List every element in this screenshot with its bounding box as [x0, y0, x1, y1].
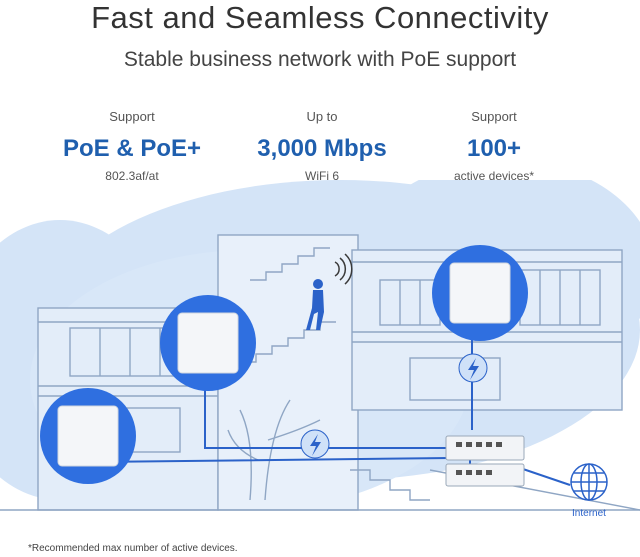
feature-stats: Support PoE & PoE+ 802.3af/at Up to 3,00… — [0, 108, 640, 192]
stat-label: Support — [471, 109, 517, 124]
stat-note: WiFi 6 — [305, 169, 339, 183]
stat-value: PoE & PoE+ — [62, 135, 202, 162]
stat-devices: Support 100+ active devices* — [404, 108, 584, 184]
footnote: *Recommended max number of active device… — [28, 543, 238, 554]
access-point-right — [432, 245, 528, 341]
stat-label: Support — [109, 109, 155, 124]
stat-speed: Up to 3,000 Mbps WiFi 6 — [232, 108, 412, 184]
poe-switch — [445, 435, 525, 461]
stat-poe: Support PoE & PoE+ 802.3af/at — [42, 108, 222, 184]
network-illustration: Internet — [0, 180, 640, 519]
stat-value: 3,000 Mbps — [257, 135, 387, 162]
user-figure — [306, 279, 324, 330]
internet-label: Internet — [572, 508, 606, 519]
stat-label: Up to — [306, 109, 338, 124]
internet-globe-icon — [570, 463, 608, 501]
stat-value: 100+ — [466, 135, 522, 162]
router — [445, 463, 525, 487]
poe-power-icon — [458, 353, 488, 383]
stat-note: 802.3af/at — [105, 169, 159, 183]
page-title: Fast and Seamless Connectivity — [91, 0, 549, 35]
poe-power-icon — [300, 429, 330, 459]
wifi-signal-icon — [334, 253, 353, 285]
page-subtitle: Stable business network with PoE support — [123, 48, 517, 71]
access-point-left-upper — [160, 295, 256, 391]
access-point-left-lower — [40, 388, 136, 484]
stat-note: active devices* — [453, 169, 535, 183]
